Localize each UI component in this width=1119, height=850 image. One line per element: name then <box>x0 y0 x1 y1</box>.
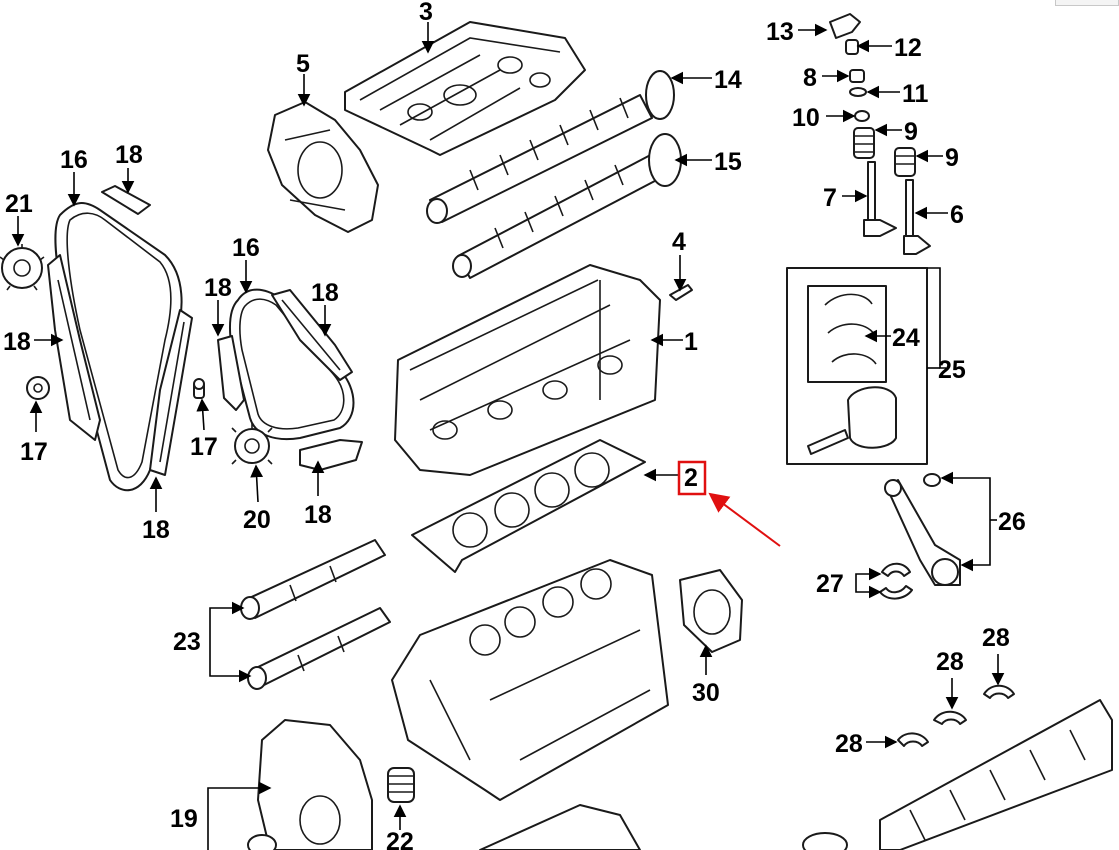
callout-18-left[interactable]: 18 <box>3 328 31 356</box>
callout-4[interactable]: 4 <box>672 228 686 256</box>
part-crankshaft-sprocket[interactable] <box>231 423 273 465</box>
part-camshaft-sprocket[interactable] <box>0 244 45 291</box>
callout-18-bottom[interactable]: 18 <box>142 516 170 544</box>
part-main-bearings[interactable] <box>897 684 1015 747</box>
part-valve-spring-retainer[interactable] <box>849 69 865 83</box>
callout-24[interactable]: 24 <box>892 324 920 352</box>
callout-7[interactable]: 7 <box>823 184 837 212</box>
part-rocker-arm[interactable] <box>829 13 861 39</box>
part-exhaust-valve[interactable] <box>903 179 931 255</box>
callout-27[interactable]: 27 <box>816 570 844 598</box>
callout-18-secondary-upper[interactable]: 18 <box>311 279 339 307</box>
selected-callout-highlight <box>677 460 781 547</box>
callout-16-main[interactable]: 16 <box>60 146 88 174</box>
part-intake-valve[interactable] <box>863 161 897 237</box>
callout-11[interactable]: 11 <box>902 80 929 108</box>
callout-6[interactable]: 6 <box>950 201 964 229</box>
part-chain-guide-secondary-lower[interactable] <box>299 439 363 471</box>
part-upper-timing-cover[interactable] <box>267 101 379 233</box>
part-valve-spring[interactable] <box>853 127 916 177</box>
callout-23[interactable]: 23 <box>173 628 201 656</box>
callout-10[interactable]: 10 <box>792 104 820 132</box>
callout-21[interactable]: 21 <box>5 190 33 218</box>
part-balance-shaft-lower[interactable] <box>247 607 391 690</box>
part-chain-guide-secondary-upper[interactable] <box>271 289 353 381</box>
part-chain-tensioner-left[interactable] <box>26 376 50 400</box>
callout-18-secondary-lower[interactable]: 18 <box>304 501 332 529</box>
callout-28-right[interactable]: 28 <box>982 624 1010 652</box>
callout-22[interactable]: 22 <box>386 828 414 850</box>
part-front-cover[interactable] <box>247 719 373 850</box>
part-valve-keeper[interactable] <box>849 87 867 97</box>
part-chain-guide-secondary-left[interactable] <box>217 335 245 411</box>
callout-18-top[interactable]: 18 <box>115 141 143 169</box>
part-chain-guide-top[interactable] <box>101 185 151 215</box>
callout-28-middle[interactable]: 28 <box>936 648 964 676</box>
callout-16-secondary[interactable]: 16 <box>232 234 260 262</box>
callout-18-secondary-left[interactable]: 18 <box>204 274 232 302</box>
callout-labels: 3 5 14 15 13 12 8 11 10 9 9 7 6 16 18 21… <box>3 0 1026 850</box>
part-camshaft-exhaust[interactable] <box>452 133 682 279</box>
part-engine-block[interactable] <box>391 559 669 801</box>
part-rod-bearings[interactable] <box>879 562 913 600</box>
part-oil-pan[interactable] <box>479 804 641 850</box>
part-connecting-rod[interactable] <box>884 473 961 586</box>
leader-lines <box>11 22 1005 850</box>
part-valve-seal[interactable] <box>854 110 870 122</box>
part-oil-pump-gear[interactable] <box>387 767 415 803</box>
part-lash-adjuster[interactable] <box>845 39 859 55</box>
callout-17-left[interactable]: 17 <box>20 438 48 466</box>
callout-8[interactable]: 8 <box>803 64 817 92</box>
callout-5[interactable]: 5 <box>296 50 310 78</box>
part-head-gasket[interactable] <box>411 439 646 573</box>
callout-1[interactable]: 1 <box>684 328 698 356</box>
part-valve-cover[interactable] <box>344 21 586 156</box>
callout-14[interactable]: 14 <box>714 66 742 94</box>
part-chain-tensioner-right[interactable] <box>193 378 205 399</box>
callout-19[interactable]: 19 <box>170 805 198 833</box>
callout-3[interactable]: 3 <box>419 0 433 26</box>
part-piston-assembly[interactable] <box>786 267 928 465</box>
callout-13[interactable]: 13 <box>766 18 794 46</box>
callout-28-left[interactable]: 28 <box>835 730 863 758</box>
callout-12[interactable]: 12 <box>894 34 922 62</box>
callout-25[interactable]: 25 <box>938 356 966 384</box>
callout-17-right[interactable]: 17 <box>190 433 218 461</box>
callout-20[interactable]: 20 <box>243 506 271 534</box>
part-balance-shaft-upper[interactable] <box>240 539 386 620</box>
part-cylinder-head[interactable] <box>394 264 661 476</box>
part-camshaft-intake[interactable] <box>426 70 675 224</box>
part-rear-main-seal[interactable] <box>679 569 743 653</box>
callout-30[interactable]: 30 <box>692 679 720 707</box>
part-crankshaft[interactable] <box>802 699 1113 850</box>
callout-2[interactable]: 2 <box>684 464 698 492</box>
callout-15[interactable]: 15 <box>714 148 742 176</box>
callout-26[interactable]: 26 <box>998 508 1026 536</box>
highlight-box <box>677 460 707 496</box>
callout-9-exhaust[interactable]: 9 <box>945 144 959 172</box>
part-chain-guide-right[interactable] <box>149 309 193 476</box>
callout-9[interactable]: 9 <box>904 118 918 146</box>
part-head-plug[interactable] <box>669 284 693 301</box>
highlight-arrow <box>708 492 781 547</box>
